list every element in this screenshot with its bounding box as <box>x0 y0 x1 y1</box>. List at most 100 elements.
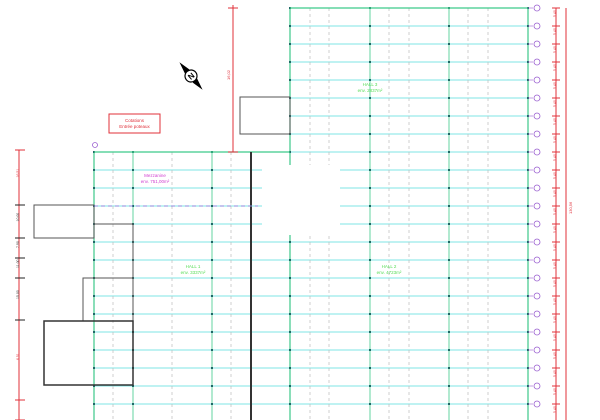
legend-box <box>108 113 161 134</box>
column-post <box>93 295 95 297</box>
column-post <box>369 367 371 369</box>
column-post <box>93 385 95 387</box>
column-post <box>132 403 134 405</box>
dimension-step-label: 5,40 <box>553 28 557 35</box>
column-post <box>448 133 450 135</box>
blank-area <box>262 165 340 235</box>
axis-bubble <box>533 346 541 354</box>
axis-bubble <box>533 328 541 336</box>
column-post <box>93 241 95 243</box>
column-post <box>448 151 450 153</box>
column-post <box>448 97 450 99</box>
dimension-step-label: 5,40 <box>553 316 557 323</box>
column-post <box>289 385 291 387</box>
column-post <box>448 313 450 315</box>
legend-line2: Entrée poteaux <box>119 124 150 129</box>
axis-markers <box>92 4 541 408</box>
dimension-step-label: 5,40 <box>553 190 557 197</box>
column-post <box>289 295 291 297</box>
column-post <box>211 313 213 315</box>
column-post <box>132 385 134 387</box>
dimension-step-label: 5,40 <box>553 10 557 17</box>
column-post <box>93 331 95 333</box>
column-post <box>369 241 371 243</box>
hall3-area: env. 2837m² <box>358 88 383 93</box>
column-post <box>369 331 371 333</box>
dimension-lines <box>15 5 567 420</box>
building-outlines <box>33 96 291 420</box>
column-post <box>211 295 213 297</box>
column-post <box>448 61 450 63</box>
annex-block <box>33 204 95 239</box>
column-post <box>369 187 371 189</box>
column-post <box>93 259 95 261</box>
column-post <box>369 97 371 99</box>
column-post <box>289 403 291 405</box>
column-post <box>211 259 213 261</box>
column-post <box>369 61 371 63</box>
column-post <box>289 241 291 243</box>
column-post <box>211 331 213 333</box>
column-post <box>448 25 450 27</box>
column-post <box>448 43 450 45</box>
column-post <box>448 385 450 387</box>
axis-bubble <box>533 310 541 318</box>
annex-block <box>239 96 291 135</box>
dimension-step-label: 5,40 <box>553 100 557 107</box>
column-post <box>369 115 371 117</box>
column-post <box>211 385 213 387</box>
axis-bubble <box>533 22 541 30</box>
axis-bubble <box>533 364 541 372</box>
column-post <box>369 349 371 351</box>
column-post <box>369 313 371 315</box>
svg-text:N: N <box>186 71 196 82</box>
column-post <box>289 61 291 63</box>
axis-bubble <box>533 256 541 264</box>
column-post <box>369 79 371 81</box>
column-post <box>211 277 213 279</box>
axis-bubble <box>533 400 541 408</box>
column-post <box>211 205 213 207</box>
dimension-step-label: 5,40 <box>553 280 557 287</box>
column-post <box>369 151 371 153</box>
dimension-step-label: 5,40 <box>553 46 557 53</box>
column-post <box>289 43 291 45</box>
column-post <box>289 79 291 81</box>
dimension-step-label: 5,40 <box>553 226 557 233</box>
column-post <box>448 241 450 243</box>
column-post <box>369 295 371 297</box>
dimension-step-label: 5,40 <box>553 154 557 161</box>
column-post <box>211 241 213 243</box>
annex-outline <box>94 223 134 278</box>
hall1-area: env. 3337m² <box>181 270 206 275</box>
column-post <box>448 223 450 225</box>
column-post <box>289 313 291 315</box>
column-post <box>211 223 213 225</box>
column-post <box>369 133 371 135</box>
column-post <box>93 169 95 171</box>
top-dimension-label: 16,02 <box>226 69 231 80</box>
dimension-step-label: 5,40 <box>553 406 557 413</box>
column-post <box>93 187 95 189</box>
column-post <box>93 403 95 405</box>
column-post <box>211 169 213 171</box>
column-post <box>93 313 95 315</box>
column-post <box>211 403 213 405</box>
dimension-step-label: 5,40 <box>553 334 557 341</box>
column-post <box>369 259 371 261</box>
axis-bubble <box>533 238 541 246</box>
mezzanine-name: Mezzanine <box>144 173 166 178</box>
column-post <box>211 349 213 351</box>
column-post <box>369 43 371 45</box>
dimension-step-label: 5,40 <box>553 352 557 359</box>
column-post <box>369 223 371 225</box>
axis-bubble <box>533 184 541 192</box>
axis-bubble <box>533 58 541 66</box>
axis-bubble <box>533 40 541 48</box>
dimension-step-label: 5,40 <box>553 388 557 395</box>
hall3-name: HALL 3 <box>363 82 378 87</box>
left-dimension-label: 15,00 <box>16 290 20 299</box>
axis-bubble <box>533 292 541 300</box>
column-post <box>448 115 450 117</box>
